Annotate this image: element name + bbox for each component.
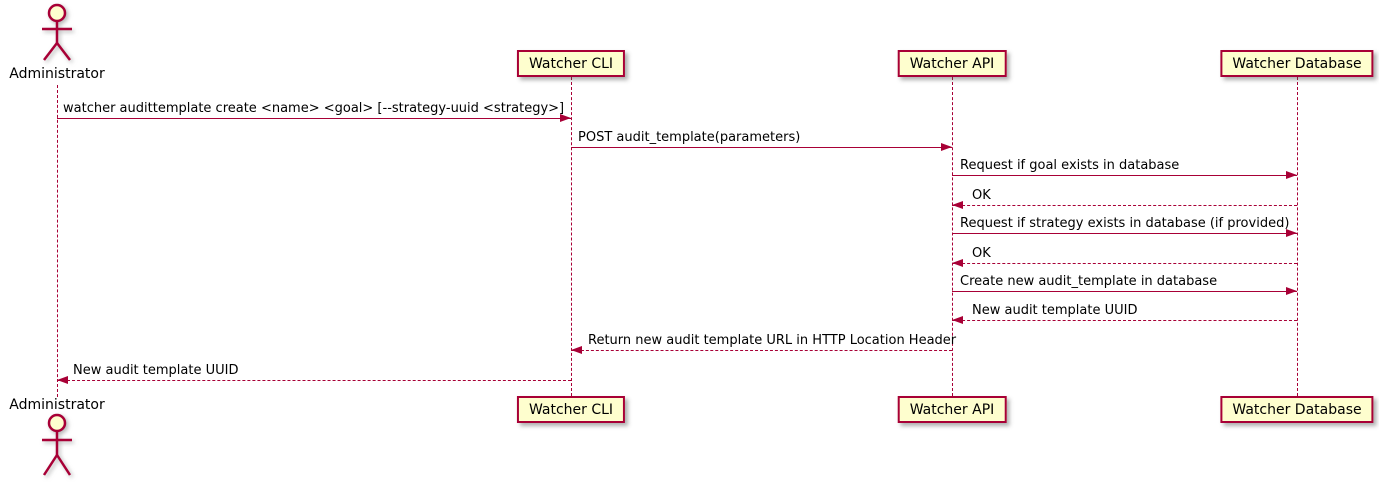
arrowhead-right-icon	[1286, 287, 1297, 295]
arrowhead-left-icon	[571, 346, 582, 354]
actor-icon	[42, 413, 72, 476]
participant-watcher-api-top: Watcher API	[897, 50, 1007, 77]
message-label-1: watcher audittemplate create <name> <goa…	[63, 101, 565, 116]
arrowhead-right-icon	[1286, 171, 1297, 179]
message-label-9: Return new audit template URL in HTTP Lo…	[588, 333, 957, 348]
participant-watcher-cli-top: Watcher CLI	[516, 50, 626, 77]
actor-icon	[42, 3, 72, 61]
message-label-4: OK	[972, 188, 991, 203]
actor-label-top: Administrator	[9, 66, 105, 82]
arrowhead-right-icon	[560, 114, 571, 122]
message-arrow-4	[952, 201, 1297, 209]
message-arrow-10	[57, 376, 571, 384]
arrowhead-right-icon	[941, 143, 952, 151]
message-arrow-9	[571, 346, 952, 354]
arrowhead-left-icon	[952, 259, 963, 267]
participant-watcher-cli-bottom: Watcher CLI	[516, 396, 626, 423]
message-label-6: OK	[972, 246, 991, 261]
message-arrow-3	[952, 171, 1297, 179]
message-label-7: Create new audit_template in database	[960, 274, 1218, 289]
arrowhead-left-icon	[952, 201, 963, 209]
message-label-8: New audit template UUID	[972, 303, 1138, 318]
message-arrow-7	[952, 287, 1297, 295]
arrowhead-right-icon	[1286, 229, 1297, 237]
lifeline-watcher-database	[1297, 77, 1298, 396]
participant-watcher-api-bottom: Watcher API	[897, 396, 1007, 423]
message-arrow-6	[952, 259, 1297, 267]
message-arrow-5	[952, 229, 1297, 237]
lifeline-watcher-api	[952, 77, 953, 396]
message-label-5: Request if strategy exists in database (…	[960, 216, 1290, 231]
message-label-10: New audit template UUID	[73, 363, 239, 378]
message-arrow-1	[57, 114, 571, 122]
arrowhead-left-icon	[57, 376, 68, 384]
message-label-3: Request if goal exists in database	[960, 158, 1180, 173]
lifeline-watcher-cli	[571, 77, 572, 396]
actor-label-bottom: Administrator	[9, 397, 105, 413]
message-arrow-8	[952, 316, 1297, 324]
message-label-2: POST audit_template(parameters)	[578, 130, 801, 145]
message-arrow-2	[571, 143, 952, 151]
lifeline-administrator	[57, 85, 58, 397]
participant-watcher-database-bottom: Watcher Database	[1220, 396, 1374, 423]
arrowhead-left-icon	[952, 316, 963, 324]
participant-watcher-database-top: Watcher Database	[1220, 50, 1374, 77]
